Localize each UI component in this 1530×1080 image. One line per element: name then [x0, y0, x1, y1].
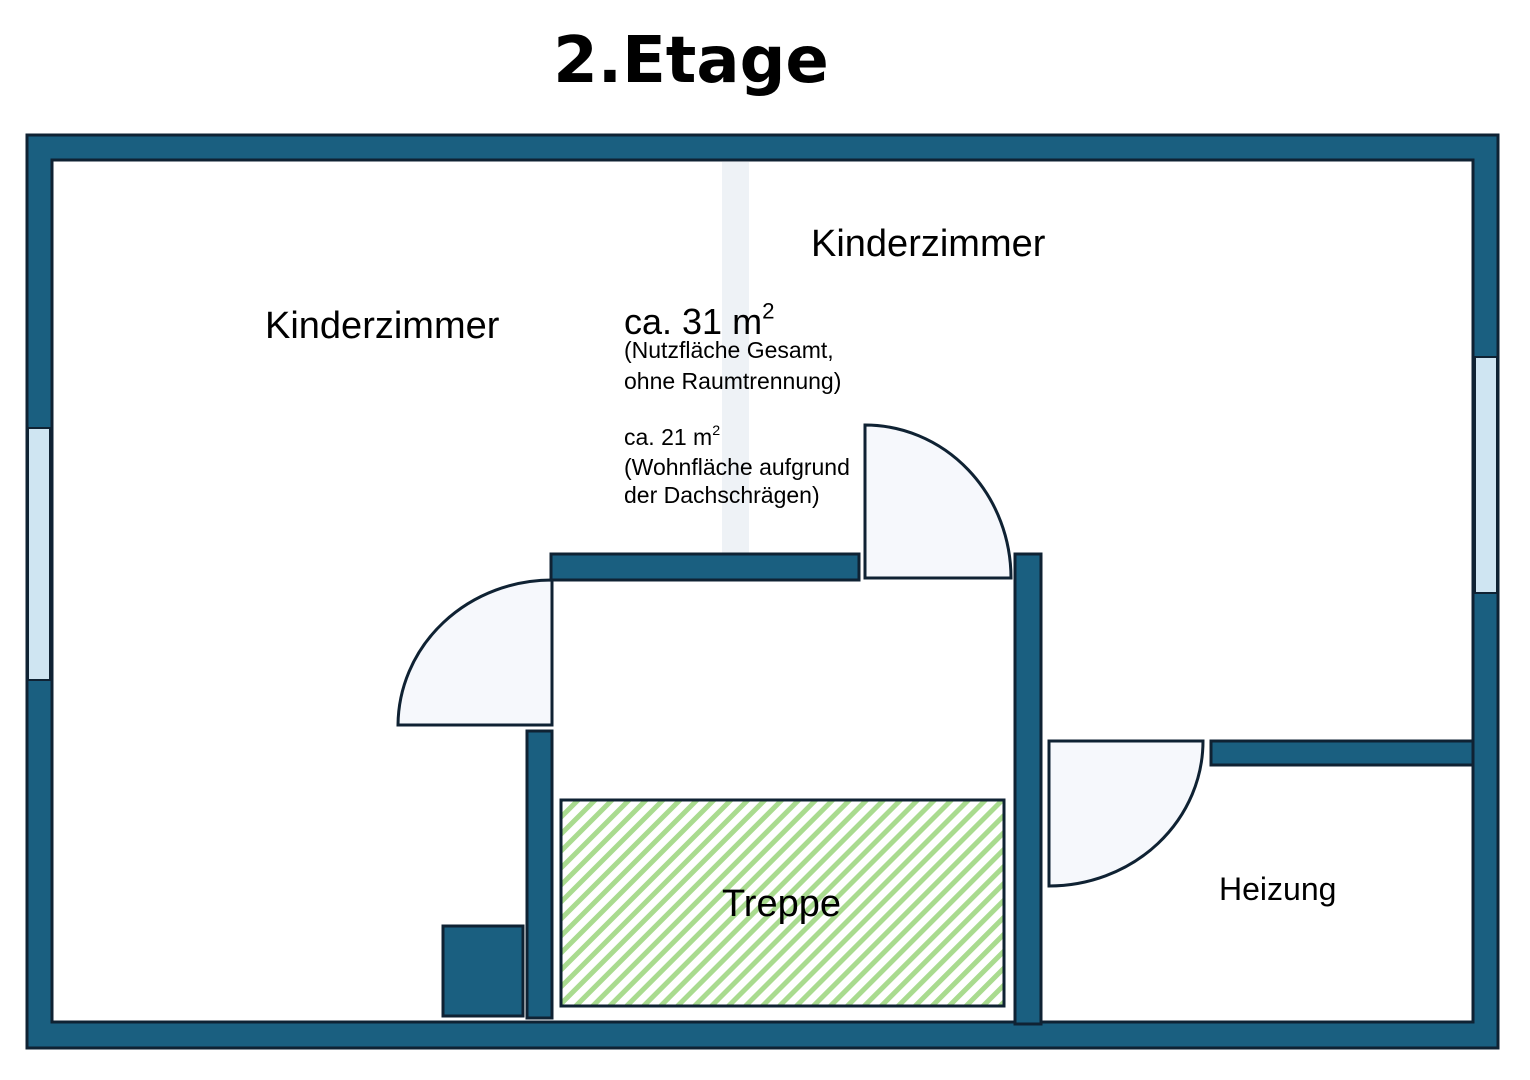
chimney-block: [441, 924, 525, 1018]
door-swing-left: [396, 578, 554, 727]
stairs-area: [559, 798, 1006, 1008]
area-total-note-line2: ohne Raumtrennung): [624, 368, 842, 394]
wall-hall-right: [1013, 552, 1043, 1026]
door-swing-heating: [1047, 739, 1205, 888]
door-swing-top: [863, 423, 1013, 580]
room-label-kinderzimmer-left: Kinderzimmer: [265, 305, 500, 347]
outer-wall: [25, 133, 1500, 1050]
wall-hall-top: [549, 552, 861, 582]
window-left: [27, 427, 51, 681]
wall-heating-top: [1209, 739, 1475, 767]
room-label-treppe: Treppe: [722, 883, 841, 925]
wall-hall-left: [525, 729, 554, 1020]
area-living-note-line2: der Dachschrägen): [624, 482, 820, 508]
room-label-heizung: Heizung: [1219, 871, 1337, 907]
room-label-kinderzimmer-right: Kinderzimmer: [811, 223, 1046, 265]
floor-title: 2.Etage: [553, 24, 829, 98]
window-right: [1474, 356, 1498, 594]
area-living-note-line1: (Wohnfläche aufgrund: [624, 454, 850, 480]
open-partition: [722, 162, 749, 554]
area-living-value: ca. 21 m2: [624, 423, 721, 450]
area-total-value: ca. 31 m2: [624, 298, 775, 342]
area-total-note-line1: (Nutzfläche Gesamt,: [624, 337, 834, 363]
